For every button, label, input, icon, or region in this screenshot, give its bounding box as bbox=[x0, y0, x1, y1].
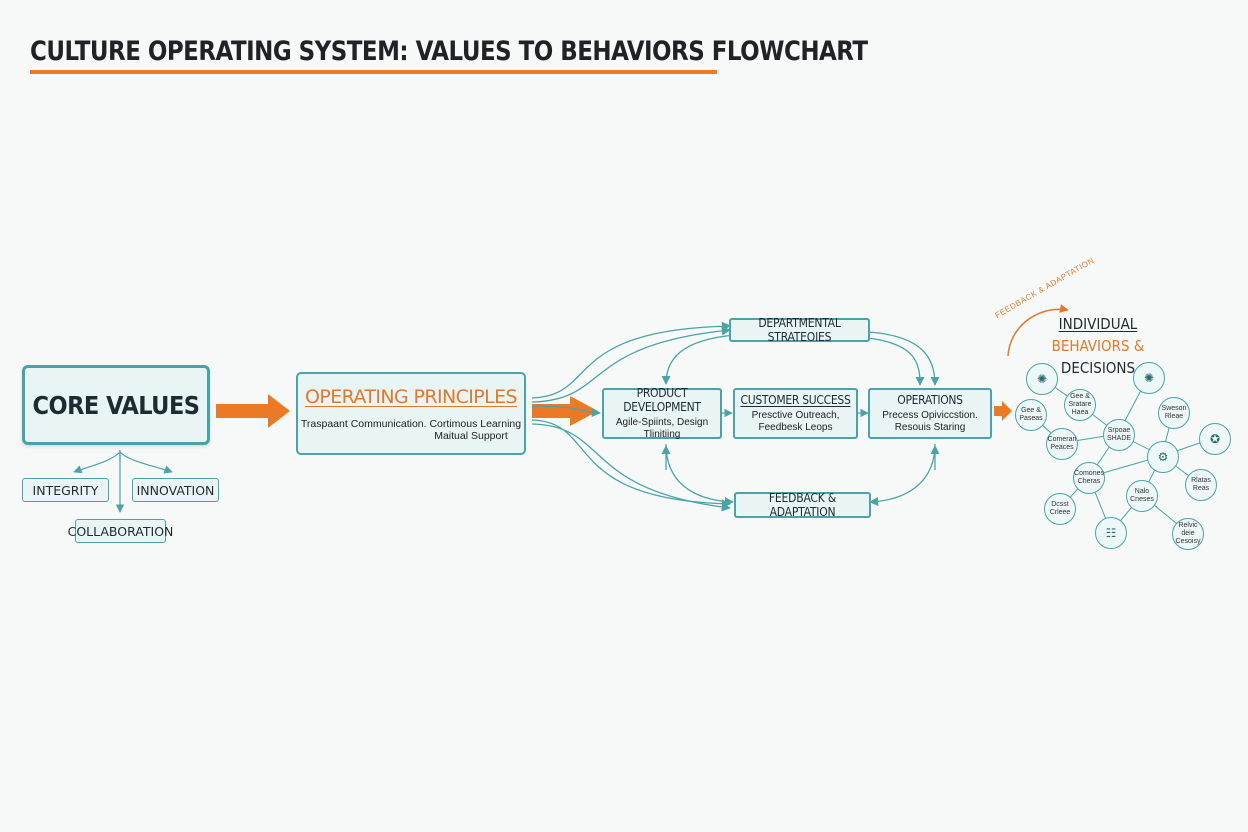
dept-operations: OPERATIONS Precess Opiviccstion. Resouis… bbox=[868, 388, 992, 439]
principles-line-2: Maitual Support bbox=[434, 429, 508, 442]
dept-line-2: Feedbesk Leops bbox=[758, 422, 833, 433]
dept-product-development: PRODUCT DEVELOPMENT Agile-Spiints, Desig… bbox=[602, 386, 722, 440]
network-node: Dcsst Crleee bbox=[1044, 493, 1076, 525]
dept-name: CUSTOMER SUCCESS bbox=[740, 393, 851, 407]
feedback-adaptation-label: FEEDBACK & ADAPTATION bbox=[768, 491, 837, 519]
feedback-loop-arc bbox=[1007, 304, 1069, 357]
dept-line-2: Resouis Staring bbox=[894, 422, 966, 433]
network-node: ✺ bbox=[1026, 363, 1058, 395]
core-values-label: CORE VALUES bbox=[32, 390, 200, 420]
network-node: Gee & Paseas bbox=[1015, 399, 1047, 431]
network-node: Gee & Sratare Haea bbox=[1064, 389, 1096, 421]
team-icon: ☷ bbox=[1105, 526, 1117, 540]
network-node: ✺ bbox=[1133, 362, 1165, 394]
indiv-line-3: DECISIONS bbox=[1060, 359, 1136, 377]
robot-icon: ⚙ bbox=[1157, 450, 1169, 464]
dept-line-2: Tlinitiing bbox=[643, 429, 681, 440]
lightbulb-icon: ✺ bbox=[1143, 371, 1155, 385]
individual-behaviors-heading: INDIVIDUAL BEHAVIORS & DECISIONS bbox=[1048, 313, 1148, 379]
value-integrity-label: INTEGRITY bbox=[32, 482, 99, 498]
badge-icon: ✪ bbox=[1209, 432, 1221, 446]
indiv-line-2: BEHAVIORS & bbox=[1051, 337, 1145, 355]
network-node: Comeran Peaces bbox=[1046, 428, 1078, 460]
dept-name: OPERATIONS bbox=[897, 393, 963, 407]
departmental-strategies-box: DEPARTMENTAL STRATEOIES bbox=[729, 316, 870, 344]
network-node: Nalo Cneses bbox=[1126, 480, 1158, 512]
operating-principles-box: OPERATING PRINCIPLES Traspaant Communica… bbox=[296, 372, 526, 455]
lightbulb-icon: ✺ bbox=[1036, 372, 1048, 386]
principles-line-1: Traspaant Communication. Cortimous Learn… bbox=[300, 417, 522, 430]
core-values-box: CORE VALUES bbox=[22, 365, 210, 445]
title-underline bbox=[30, 70, 717, 74]
flow-arrows bbox=[216, 394, 1012, 428]
network-node: Rlatas Reas bbox=[1185, 469, 1217, 501]
principle-connectors bbox=[531, 321, 940, 512]
departmental-strategies-label: DEPARTMENTAL STRATEOIES bbox=[758, 316, 841, 344]
value-integrity: INTEGRITY bbox=[22, 478, 109, 502]
network-node: Relvic deie Cesoisy bbox=[1172, 518, 1204, 550]
indiv-line-1: INDIVIDUAL bbox=[1058, 315, 1138, 333]
value-collaboration-label: COLLABORATION bbox=[67, 523, 174, 539]
network-node: ☷ bbox=[1095, 517, 1127, 549]
value-innovation-label: INNOVATION bbox=[136, 482, 215, 498]
dept-line-1: Precess Opiviccstion. bbox=[882, 410, 978, 421]
dept-line-1: Agile-Spiints, Design bbox=[615, 417, 709, 428]
dept-line-1: Presctive Outreach, bbox=[751, 410, 840, 421]
network-node: Comones Cheras bbox=[1073, 462, 1105, 494]
network-node: ✪ bbox=[1199, 423, 1231, 455]
value-innovation: INNOVATION bbox=[132, 478, 219, 502]
page-title: CULTURE OPERATING SYSTEM: VALUES TO BEHA… bbox=[30, 36, 868, 67]
network-node: Sweson Rleae bbox=[1158, 397, 1190, 429]
feedback-adaptation-box: FEEDBACK & ADAPTATION bbox=[734, 491, 871, 519]
dept-customer-success: CUSTOMER SUCCESS Presctive Outreach, Fee… bbox=[733, 388, 858, 439]
dept-name: PRODUCT DEVELOPMENT bbox=[623, 386, 701, 414]
network-node: Srpoae SHADE bbox=[1103, 419, 1135, 451]
value-collaboration: COLLABORATION bbox=[68, 519, 173, 543]
value-branches bbox=[74, 450, 173, 513]
operating-principles-label: OPERATING PRINCIPLES bbox=[304, 385, 518, 408]
network-node: ⚙ bbox=[1147, 441, 1179, 473]
